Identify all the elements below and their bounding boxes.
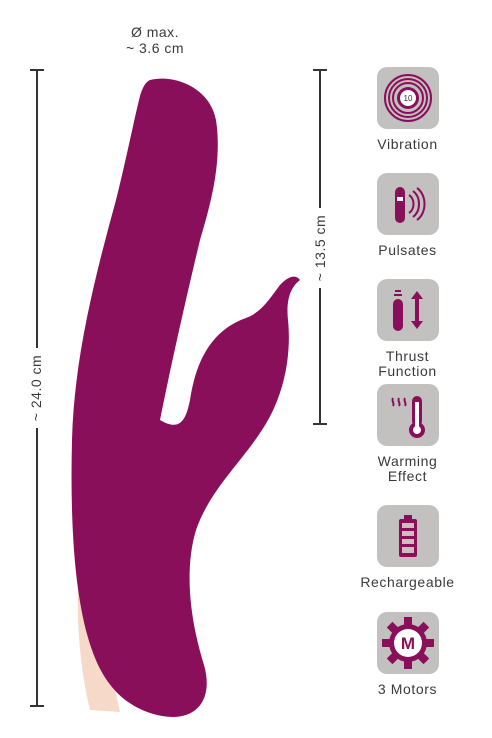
feature-motors-tile: M (376, 612, 439, 674)
feature-pulsates: Pulsates (350, 173, 465, 258)
feature-warming-label-line2: Effect (387, 468, 428, 484)
vibration-number: 10 (403, 94, 412, 103)
feature-thrust-label-line1: Thrust (385, 348, 430, 364)
thrust-arrows-icon (392, 290, 423, 331)
insert-length-bottom-tick (313, 423, 327, 425)
feature-thrust-tile (376, 279, 439, 341)
feature-warming-tile (376, 384, 439, 446)
pulsation-wave-icon (394, 187, 425, 223)
feature-rechargeable-tile (376, 505, 439, 567)
feature-rechargeable-label: Rechargeable (350, 575, 465, 590)
feature-vibration: 10 Vibration (350, 67, 465, 152)
feature-motors-label-line1: 3 Motors (377, 681, 438, 697)
motor-letter: M (400, 634, 414, 653)
feature-pulsates-label-line1: Pulsates (378, 242, 437, 258)
feature-pulsates-tile (376, 173, 439, 235)
feature-vibration-tile: 10 (376, 67, 439, 129)
total-length-bottom-tick (30, 705, 44, 707)
feature-vibration-label-line1: Vibration (377, 136, 438, 152)
feature-rechargeable-label-line1: Rechargeable (360, 574, 455, 590)
product-body (71, 78, 301, 717)
feature-motors-label: 3 Motors (350, 682, 465, 697)
product-silhouette (71, 78, 301, 717)
vibration-rings-icon: 10 (383, 74, 432, 122)
feature-rechargeable: Rechargeable (350, 505, 465, 590)
battery-icon (398, 515, 417, 557)
feature-warming-label: Warming Effect (350, 454, 465, 484)
feature-warming-label-line1: Warming (377, 453, 438, 469)
motor-gear-icon: M (381, 617, 434, 669)
feature-pulsates-label: Pulsates (350, 243, 465, 258)
feature-thrust: Thrust Function (350, 279, 465, 379)
feature-warming: Warming Effect (350, 384, 465, 484)
feature-vibration-label: Vibration (350, 137, 465, 152)
diameter-label-line1: Ø max. (130, 24, 180, 40)
diameter-label-line2: ~ 3.6 cm (125, 40, 185, 56)
feature-thrust-label: Thrust Function (350, 349, 465, 379)
feature-motors: M 3 Motors (350, 612, 465, 697)
diameter-label: Ø max. ~ 3.6 cm (100, 24, 210, 56)
feature-thrust-label-line2: Function (378, 363, 437, 379)
thermometer-heat-icon (390, 396, 425, 438)
